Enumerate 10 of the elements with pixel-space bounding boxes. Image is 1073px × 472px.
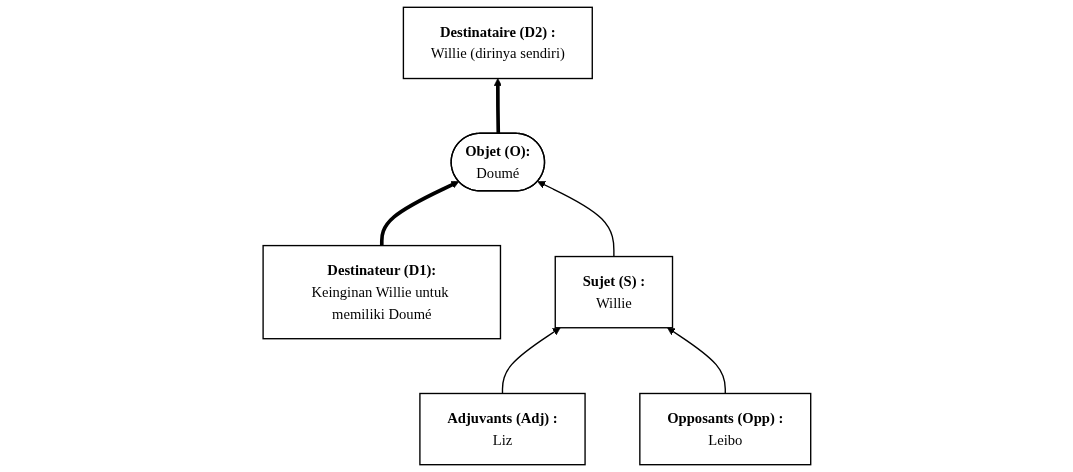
node-box: Opposants (Opp) : Leibo: [638, 392, 811, 466]
node-box: Adjuvants (Adj) : Liz: [418, 392, 586, 466]
arrow: [536, 181, 615, 258]
node-box: Sujet (S) : Willie: [554, 255, 673, 329]
arrow: [379, 181, 459, 246]
arrow: [493, 78, 502, 134]
node-box: Destinateur (D1): Keinginan Willie untuk memiliki Doumé: [262, 244, 501, 340]
arrow: [501, 327, 561, 395]
node-box: Destinataire (D2) : Willie (dirinya sendiri): [402, 6, 593, 80]
arrow: [666, 327, 726, 395]
